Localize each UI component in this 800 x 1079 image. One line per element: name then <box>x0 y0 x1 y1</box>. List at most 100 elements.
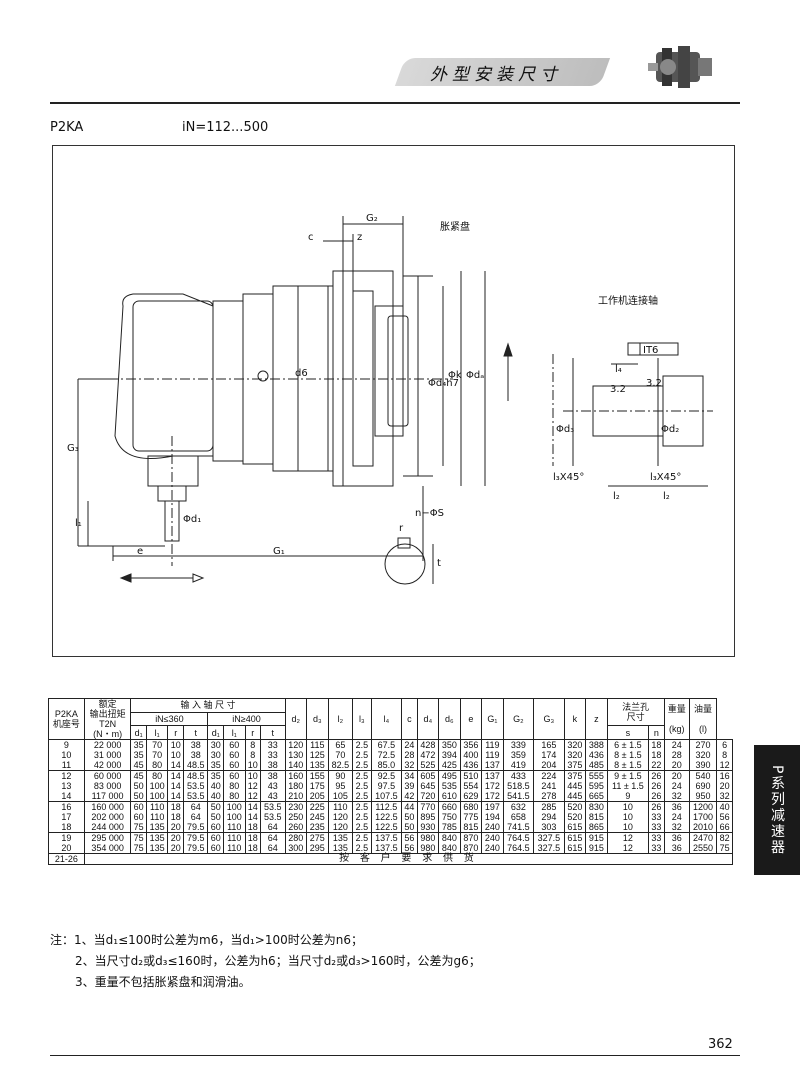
table-cell: 26 26 26 <box>648 770 665 802</box>
dim-l2-a: l₂ <box>613 491 620 502</box>
table-cell: 9 10 11 <box>48 739 85 771</box>
table-cell: 9 ± 1.5 11 ± 1.5 9 <box>606 770 650 802</box>
table-cell: 280 300 <box>284 832 308 854</box>
table-cell: 60 60 60 <box>223 739 246 771</box>
table-cell: 36 36 <box>663 832 690 854</box>
table-cell: 135 135 <box>327 832 354 854</box>
table-cell: 80 100 100 <box>145 770 169 802</box>
table-cell: 2.5 2.5 2.5 <box>352 739 372 771</box>
table-cell: 120 130 140 <box>284 739 308 771</box>
table-cell: 38 38 48.5 <box>182 739 209 771</box>
table-cell: 12 12 <box>606 832 650 854</box>
dim-l3-a: l₃X45° <box>553 472 584 483</box>
th-d4: d₄ <box>416 698 440 740</box>
table-cell: 50 50 60 <box>207 801 224 833</box>
model-name: P2KA <box>50 120 84 135</box>
ratio-range: iN=112...500 <box>182 120 269 135</box>
table-cell: 48.5 53.5 53.5 <box>182 770 209 802</box>
th-k: k <box>563 698 587 740</box>
th-l3: l₃ <box>352 698 372 740</box>
table-cell: 19 20 <box>48 832 85 854</box>
th-in360: iN≤360 <box>130 711 209 727</box>
th-g2: G₂ <box>502 698 535 740</box>
page-number: 362 <box>708 1037 733 1052</box>
table-cell: 240 240 <box>481 832 504 854</box>
table-cell: 270 320 390 <box>688 739 718 771</box>
th-sub-t: t <box>182 725 209 740</box>
th-in400: iN≥400 <box>207 711 286 727</box>
table-cell: 33 33 38 <box>260 739 286 771</box>
table-cell: 10 10 10 <box>606 801 650 833</box>
table-cell: 350 394 425 <box>438 739 461 771</box>
table-cell: 160 000 202 000 244 000 <box>83 801 132 833</box>
th-sub-rb: r <box>244 725 262 740</box>
table-cell: 110 120 120 <box>327 801 354 833</box>
table-cell: 327.5 327.5 <box>533 832 565 854</box>
table-cell: 112.5 122.5 122.5 <box>370 801 403 833</box>
table-cell: 40 56 66 <box>716 801 733 833</box>
table-cell: 90 95 105 <box>327 770 354 802</box>
spec-table-wrap: P2KA 机座号 额定 输出扭矩 T2N (N・m) 输 入 轴 尺 寸 d₂ … <box>48 697 734 865</box>
table-cell: 56 56 <box>401 832 418 854</box>
th-n: n <box>648 725 665 740</box>
table-cell: 660 750 785 <box>438 801 461 833</box>
note-2: 2、当尺寸d₂或d₃≤160时，公差为h6；当尺寸d₂或d₃>160时，公差为g… <box>75 954 481 968</box>
table-cell: 356 400 436 <box>459 739 483 771</box>
th-g3: G₃ <box>533 698 565 740</box>
table-cell: 75 75 <box>130 832 147 854</box>
roughness-a: 3.2 <box>610 384 626 395</box>
dim-c: c <box>308 232 314 243</box>
table-cell: 555 595 665 <box>585 770 608 802</box>
table-cell: 18 18 20 <box>167 801 184 833</box>
table-cell: 615 615 <box>563 832 587 854</box>
table-cell: 115 125 135 <box>306 739 329 771</box>
table-cell: 320 320 375 <box>563 739 587 771</box>
dim-da: Φdₐ <box>466 370 484 381</box>
table-cell: 35 40 40 <box>207 770 224 802</box>
th-c: c <box>401 698 418 740</box>
table-cell: 60 000 83 000 117 000 <box>83 770 132 802</box>
table-cell: 605 645 720 <box>416 770 440 802</box>
table-cell: 82 75 <box>716 832 733 854</box>
table-cell: 12 13 14 <box>48 770 85 802</box>
note-3: 3、重量不包括胀紧盘和润滑油。 <box>75 975 251 989</box>
table-cell: 16 20 32 <box>716 770 733 802</box>
spec-table: P2KA 机座号 额定 输出扭矩 T2N (N・m) 输 入 轴 尺 寸 d₂ … <box>48 697 734 865</box>
table-cell-custom: 按 客 户 要 求 供 货 <box>83 853 734 865</box>
dim-g3: G₃ <box>67 443 79 454</box>
table-cell: 155 175 205 <box>306 770 329 802</box>
dim-n-s: n−ΦS <box>415 508 444 519</box>
th-sub-tb: t <box>260 725 286 740</box>
table-cell: 16 17 18 <box>48 801 85 833</box>
table-cell: 10 12 12 <box>244 770 262 802</box>
table-cell: 6 ± 1.5 8 ± 1.5 8 ± 1.5 <box>606 739 650 771</box>
table-cell: 79.5 79.5 <box>182 832 209 854</box>
table-cell: 24 28 32 <box>401 739 418 771</box>
dim-t: t <box>437 558 441 569</box>
table-cell: 6 8 12 <box>716 739 733 771</box>
th-e: e <box>459 698 483 740</box>
table-cell: 8 8 10 <box>244 739 262 771</box>
table-cell: 870 870 <box>459 832 483 854</box>
table-cell: 510 554 629 <box>459 770 483 802</box>
table-cell: 225 245 235 <box>306 801 329 833</box>
table-cell: 60 60 75 <box>130 801 147 833</box>
table-cell-seat: 21-26 <box>48 853 85 865</box>
table-cell: 20 24 32 <box>663 770 690 802</box>
table-cell: 70 70 80 <box>145 739 169 771</box>
table-cell: 44 50 50 <box>401 801 418 833</box>
table-cell: 67.5 72.5 85.0 <box>370 739 403 771</box>
label-shrink-disk: 胀紧盘 <box>440 220 470 233</box>
table-cell: 160 180 210 <box>284 770 308 802</box>
table-cell: 495 535 610 <box>438 770 461 802</box>
table-cell: 18 18 22 <box>648 739 665 771</box>
table-cell: 92.5 97.5 107.5 <box>370 770 403 802</box>
table-cell: 35 35 45 <box>130 739 147 771</box>
table-cell: 38 43 43 <box>260 770 286 802</box>
table-cell: 20 20 <box>167 832 184 854</box>
table-cell: 433 518.5 541.5 <box>502 770 535 802</box>
table-cell: 53.5 53.5 64 <box>260 801 286 833</box>
table-cell: 764.5 764.5 <box>502 832 535 854</box>
table-cell: 830 815 865 <box>585 801 608 833</box>
